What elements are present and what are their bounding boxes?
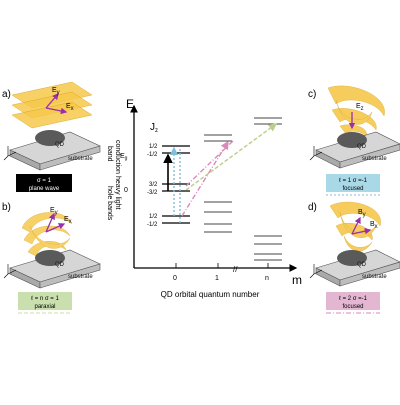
qd-label-a: QD: [55, 142, 65, 148]
transition-focused-l2-b: [185, 139, 235, 187]
energy-axis-label: E: [126, 97, 134, 111]
caption-d-line1: ℓ = 2 σ =-1: [339, 295, 368, 302]
coordinate-axes-d: [309, 264, 323, 279]
field-arrow-a-2: [45, 107, 68, 115]
lh-level-label-down: -1/2: [147, 222, 158, 228]
transition-focused-l2: [181, 140, 229, 217]
substrate-label-d: substrate: [362, 274, 387, 280]
cb-level-label-down: -1/2: [147, 152, 158, 158]
panel-c-label: c): [308, 89, 316, 100]
quantum-dot-c: [337, 132, 367, 148]
caption-a-line1: σ = 1: [37, 178, 52, 184]
qd-label-d: QD: [357, 262, 367, 268]
energy-level-diagram: E m Jz Eg 0 conduction band heavy light …: [106, 97, 302, 299]
panel-a: a) Ey Ex QD substrate σ = 1 plane wave: [2, 81, 101, 192]
field-label-a-y: Ey: [52, 87, 60, 96]
caption-box-b: [18, 292, 72, 310]
field-label-d-x: Bx: [370, 221, 378, 230]
panel-c: c) Ez QD substrate ℓ = 1 σ =-1 focused: [308, 85, 400, 196]
panel-d: d) By Bx QD substrate ℓ = 2 σ =-1 focuse…: [308, 201, 400, 314]
qd-label-b: QD: [55, 262, 65, 268]
caption-a-line2: plane wave: [29, 186, 60, 192]
field-label-b-y: Ey: [50, 207, 58, 216]
focused-beam-d: [329, 201, 381, 252]
caption-box-a: [16, 174, 72, 192]
substrate-block-d: [315, 249, 400, 287]
field-label-a-x: Ex: [66, 103, 74, 112]
caption-b-line1: ℓ = n σ = 1: [31, 295, 59, 302]
field-arrow-a-1: [45, 93, 59, 109]
caption-d-line2: focused: [342, 304, 363, 310]
caption-b-line2: paraxial: [34, 304, 55, 310]
substrate-label-a: substrate: [68, 156, 93, 162]
x-tick-label-1: 1: [215, 275, 219, 282]
m-axis-label: m: [292, 273, 302, 287]
levels-m0: [162, 145, 190, 224]
panel-b-label: b): [2, 202, 11, 213]
field-label-b-x: Ex: [64, 216, 72, 225]
substrate-label-c: substrate: [362, 156, 387, 162]
cb-level-label-up: 1/2: [149, 144, 158, 150]
lh-level-label-up: 1/2: [149, 214, 158, 220]
caption-box-d: [326, 292, 380, 310]
quantum-dot-d: [337, 250, 367, 266]
caption-c-line1: ℓ = 1 σ =-1: [339, 177, 368, 184]
x-tick-label-n: n: [265, 275, 269, 282]
eg-label: Eg: [120, 153, 128, 162]
panel-a-label: a): [2, 89, 11, 100]
zero-label: 0: [124, 187, 128, 194]
panel-d-label: d): [308, 202, 317, 213]
panel-b: b) Ey Ex QD substrate ℓ = n σ = 1 paraxi…: [2, 202, 101, 314]
caption-box-c: [326, 174, 380, 192]
axis-break: //: [233, 265, 238, 274]
coordinate-axes-c: [309, 146, 323, 161]
coordinate-axes-b: [3, 264, 17, 279]
field-arrow-b-1: [45, 212, 55, 233]
field-arrow-d-1: [351, 216, 361, 235]
hole-bands-label-1: heavy light: [114, 176, 121, 210]
hh-level-label-up: 3/2: [149, 182, 158, 188]
plane-wave-sheets: [11, 81, 93, 129]
substrate-block-b: [9, 249, 101, 289]
quantum-dot-a: [35, 130, 65, 146]
substrate-label-b: substrate: [68, 274, 93, 280]
levels-mn: [254, 117, 282, 261]
x-axis-label: QD orbital quantum number: [161, 290, 260, 299]
jz-label: Jz: [150, 122, 158, 134]
field-label-c-z: Ez: [356, 103, 364, 112]
focused-beam-c: [327, 85, 385, 137]
levels-m1: [204, 134, 232, 233]
quantum-dot-b: [35, 250, 65, 266]
substrate-block-a: [9, 131, 101, 171]
caption-c-line2: focused: [342, 186, 363, 192]
field-arrow-d-2: [351, 227, 372, 235]
hh-level-label-down: -3/2: [147, 190, 158, 196]
transition-paraxial: [185, 123, 278, 191]
conduction-band-label-2: band: [106, 146, 113, 162]
field-arrow-b-2: [45, 223, 66, 233]
field-label-d-y: By: [358, 209, 366, 218]
hole-bands-label-2: hole bands: [106, 186, 113, 221]
conduction-band-label-1: conduction: [114, 140, 121, 174]
qd-label-c: QD: [357, 144, 367, 150]
coordinate-axes-a: [3, 146, 17, 161]
x-tick-label-0: 0: [173, 275, 177, 282]
